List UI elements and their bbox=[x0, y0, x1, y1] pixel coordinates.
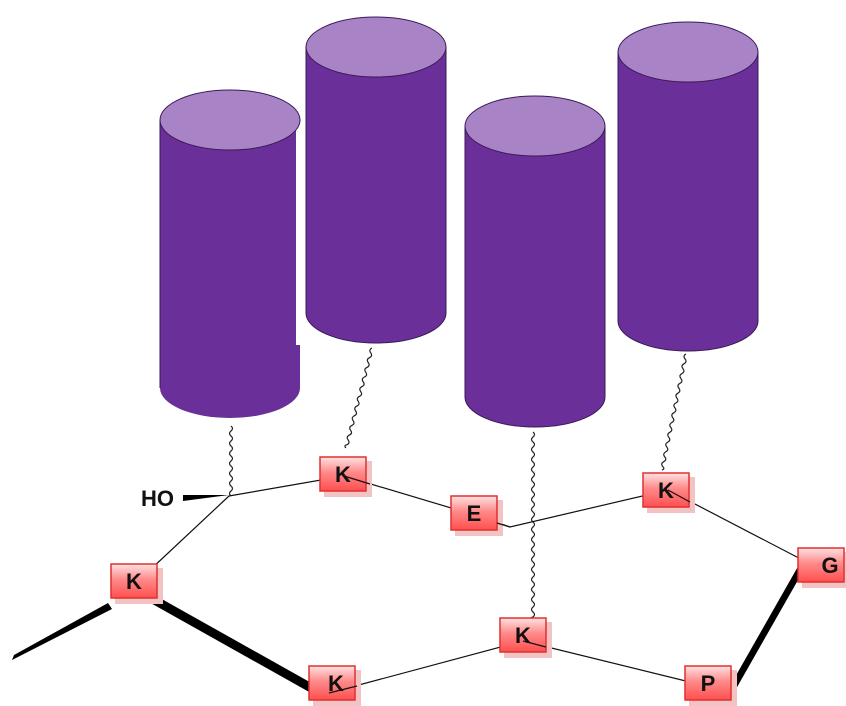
backbone-overlay bbox=[328, 475, 691, 694]
residue-p: P bbox=[684, 665, 737, 706]
helix-cylinder-4 bbox=[617, 21, 759, 352]
backbone-wedge-left-tail bbox=[12, 603, 112, 660]
linker-tether-3 bbox=[530, 431, 536, 619]
helix-cylinder-2 bbox=[305, 16, 447, 344]
linker-tether-2 bbox=[344, 347, 373, 449]
residues: K E K G K K K bbox=[110, 456, 846, 706]
linker-tethers bbox=[228, 347, 687, 619]
hydroxyl-wedge bbox=[183, 495, 229, 501]
residue-k-right-top: K bbox=[642, 472, 695, 513]
helix-cylinders bbox=[159, 16, 759, 428]
residue-label: E bbox=[467, 501, 482, 526]
linker-tether-1 bbox=[228, 425, 234, 497]
residue-k-bottom-left: K bbox=[308, 665, 361, 706]
residue-label: P bbox=[701, 671, 716, 696]
hydroxyl-label: HO bbox=[141, 486, 174, 511]
residue-k-left: K bbox=[110, 563, 163, 604]
residue-k-top: K bbox=[319, 456, 372, 497]
backbone-wedge-k-to-k bbox=[131, 584, 331, 702]
residue-label: K bbox=[515, 623, 531, 648]
helix-cylinder-3 bbox=[464, 95, 606, 428]
backbone-upper-strand bbox=[228, 475, 819, 569]
backbone-wedge-p-to-g bbox=[722, 563, 806, 703]
residue-label: G bbox=[821, 553, 838, 578]
residue-e: E bbox=[450, 495, 503, 536]
residue-label: K bbox=[658, 478, 674, 503]
helix-cylinder-1 bbox=[159, 89, 301, 418]
residue-label: K bbox=[335, 462, 351, 487]
linker-tether-4 bbox=[661, 353, 687, 471]
residue-label: K bbox=[126, 569, 142, 594]
residue-k-bottom-center: K bbox=[499, 617, 552, 658]
residue-g: G bbox=[797, 547, 846, 588]
